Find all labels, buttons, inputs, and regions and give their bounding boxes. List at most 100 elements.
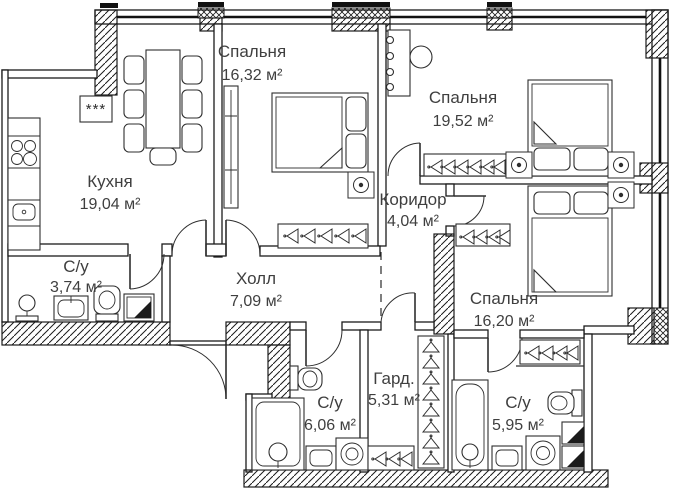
room-name: С/у: [317, 393, 343, 412]
chair: [123, 55, 145, 85]
room-name: Холл: [236, 269, 276, 288]
room-label-corridor: Коридор 4,04 м²: [379, 190, 446, 230]
room-label-bedroom-2: Спальня 19,52 м²: [429, 88, 497, 130]
room-name: Коридор: [379, 190, 446, 209]
radiator-valve: [385, 35, 395, 45]
pillow: [573, 147, 609, 171]
pier-column: [331, 7, 391, 19]
room-label-bathroom-2: С/у 6,06 м²: [304, 393, 357, 434]
bed-mattress: [531, 83, 609, 147]
room-name: Гард.: [373, 369, 414, 388]
radiator-valve: [385, 67, 395, 77]
pillow: [533, 191, 571, 215]
nightstand-lamp: [607, 151, 635, 179]
stove-burner: [23, 152, 37, 166]
exterior-walls: [1, 2, 669, 488]
room-labels: Спальня 16,32 м² Спальня 19,52 м² Кухня …: [50, 42, 545, 434]
shower-cabin: [251, 397, 305, 471]
bedroom1-door-swing: [225, 219, 261, 257]
wall: [341, 321, 382, 331]
room-area: 7,09 м²: [230, 293, 283, 310]
bathroom3-door-swing: [487, 337, 523, 373]
shower-corner: [134, 301, 151, 318]
room-area: 6,06 м²: [304, 417, 357, 434]
room-label-wardrobe: Гард. 5,31 м²: [368, 369, 421, 409]
bed-mattress: [275, 96, 343, 169]
toilet: [547, 391, 575, 415]
bathroom2-fixtures: [251, 365, 369, 471]
kitchen-door-swing: [171, 219, 207, 257]
wall: [583, 333, 593, 473]
facade-bar: [100, 3, 118, 8]
chair: [181, 55, 203, 85]
interior-walls: [7, 23, 653, 473]
pier-column: [486, 17, 513, 31]
room-label-bedroom-1: Спальня 16,32 м²: [218, 42, 286, 84]
sink-basin: [495, 449, 519, 467]
sink-drain: [21, 209, 27, 215]
blanket-fold: [318, 146, 343, 169]
pillow: [345, 96, 367, 132]
shower-head: [268, 442, 288, 462]
radiator-valve: [385, 51, 395, 61]
wall: [414, 321, 435, 331]
radiator: [387, 29, 411, 97]
facade-bar: [487, 2, 512, 7]
entrance-threshold: [169, 340, 227, 346]
pier-column: [653, 307, 669, 345]
room-area: 4,04 м²: [387, 213, 440, 230]
nightstand-lamp: [347, 171, 375, 199]
room-label-bathroom-3: С/у 5,95 м²: [492, 393, 545, 434]
wall: [445, 183, 455, 197]
room-name: Кухня: [87, 172, 133, 191]
pier-column: [267, 344, 291, 402]
cabinet-shade: [567, 450, 584, 467]
mirror-marks: [225, 115, 237, 171]
wall: [245, 393, 253, 473]
bedroom2-door-swing: [387, 142, 421, 177]
kitchen-counter: [7, 117, 41, 251]
toilet-bowl: [550, 395, 568, 411]
bedroom2-furniture: [385, 29, 635, 179]
toilet-tank: [289, 365, 299, 391]
room-name: Спальня: [218, 42, 286, 61]
bathroom2-door-swing: [305, 329, 343, 367]
entrance-door-swing: [171, 344, 227, 400]
room-name: С/у: [505, 393, 531, 412]
room-label-kitchen: Кухня 19,04 м²: [80, 172, 141, 213]
chair: [123, 123, 145, 153]
washing-machine: [525, 435, 561, 471]
room-area: 19,52 м²: [433, 113, 494, 130]
wall: [519, 329, 585, 339]
wall: [205, 243, 227, 257]
fridge: [79, 95, 113, 123]
wall: [161, 255, 171, 323]
room-area: 5,31 м²: [368, 392, 421, 409]
toilet-bowl: [302, 370, 318, 388]
pier-column: [197, 7, 225, 19]
counter-divider: [8, 135, 40, 227]
chair: [181, 89, 203, 119]
kitchen-furniture: ***: [7, 49, 203, 251]
blanket-fold: [533, 120, 558, 145]
stove-burner: [24, 140, 36, 152]
room-name: Спальня: [470, 289, 538, 308]
bedroom1-furniture: [223, 85, 375, 249]
bed-mattress: [531, 217, 609, 293]
dining-table: [145, 49, 181, 149]
wardrobe-fixtures: [367, 335, 445, 471]
room-name: С/у: [63, 257, 89, 276]
wall: [453, 329, 489, 339]
wall: [1, 69, 9, 323]
floor-lamp-base: [15, 315, 39, 322]
cabinet-shade: [567, 426, 584, 443]
wall: [583, 325, 635, 335]
facade-bar: [198, 2, 224, 7]
room-label-bedroom-3: Спальня 16,20 м²: [470, 289, 538, 330]
wall: [359, 329, 369, 473]
nightstand-lamp: [505, 151, 533, 179]
facade-bar: [332, 2, 390, 7]
washer-drum-inner: [536, 446, 550, 460]
